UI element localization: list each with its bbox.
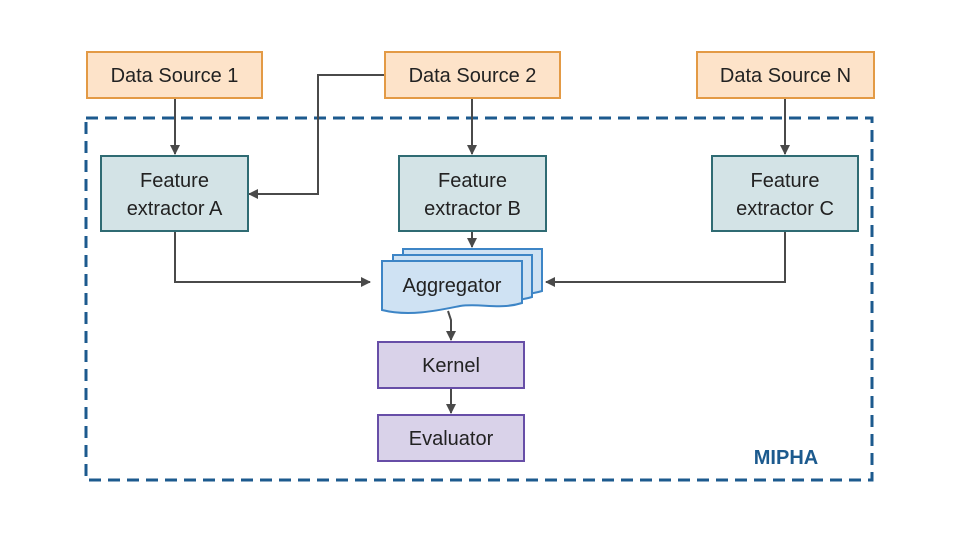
data-source-n-label: Data Source N bbox=[720, 65, 851, 87]
data-source-n-node: Data Source N bbox=[696, 51, 875, 99]
mipha-group-label: MIPHA bbox=[754, 447, 818, 469]
feature-extractor-c-line2: extractor C bbox=[736, 198, 834, 220]
edge-aggregator-to-kernel bbox=[446, 310, 456, 341]
mipha-group-boundary bbox=[84, 116, 874, 482]
aggregator-label: Aggregator bbox=[403, 275, 502, 297]
edge-extractor-c-to-aggregator bbox=[545, 231, 786, 287]
feature-extractor-c-line1: Feature bbox=[751, 170, 820, 192]
data-source-2-node: Data Source 2 bbox=[384, 51, 561, 99]
kernel-node: Kernel bbox=[377, 341, 525, 389]
aggregator-front-sheet bbox=[381, 260, 523, 314]
evaluator-label: Evaluator bbox=[409, 428, 494, 450]
feature-extractor-a-line1: Feature bbox=[140, 170, 209, 192]
feature-extractor-b-line1: Feature bbox=[438, 170, 507, 192]
data-source-2-label: Data Source 2 bbox=[409, 65, 537, 87]
feature-extractor-a-node: Feature extractor A bbox=[100, 155, 249, 232]
feature-extractor-c-node: Feature extractor C bbox=[711, 155, 859, 232]
data-source-1-node: Data Source 1 bbox=[86, 51, 263, 99]
feature-extractor-b-node: Feature extractor B bbox=[398, 155, 547, 232]
edge-source2-to-extractor-a bbox=[248, 74, 385, 199]
kernel-label: Kernel bbox=[422, 355, 480, 377]
data-source-1-label: Data Source 1 bbox=[111, 65, 239, 87]
feature-extractor-b-line2: extractor B bbox=[424, 198, 521, 220]
edge-extractor-a-to-aggregator bbox=[174, 231, 371, 287]
aggregator-node: Aggregator bbox=[381, 248, 543, 314]
feature-extractor-a-line2: extractor A bbox=[127, 198, 223, 220]
evaluator-node: Evaluator bbox=[377, 414, 525, 462]
